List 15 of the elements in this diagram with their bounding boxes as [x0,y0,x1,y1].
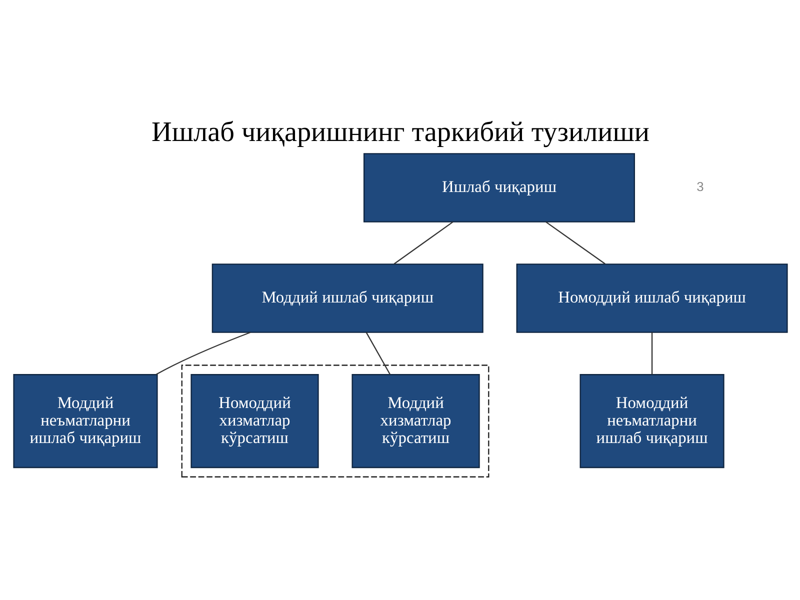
node-box: Моддий неъматларни ишлаб чиқариш [12,374,158,468]
label: 3 [696,179,704,194]
node-box: Моддий ишлаб чиқариш [211,264,483,333]
node-box: Номоддий хизматлар кўрсатиш [190,374,318,468]
cluster [180,364,489,478]
node-box: Ишлаб чиқариш [362,153,634,222]
node-box: Моддий хизматлар кўрсатиш [351,374,480,468]
connector [545,221,605,264]
connector [365,332,390,375]
node-box: Номоддий ишлаб чиқариш [516,264,788,333]
node-box: Номоддий неъматларни ишлаб чиқариш [579,374,724,468]
connector [393,221,453,264]
connector [650,332,652,374]
connector [155,332,250,376]
diagram-title: Ишлаб чиқаришнинг таркибий тузилиши [150,116,650,148]
